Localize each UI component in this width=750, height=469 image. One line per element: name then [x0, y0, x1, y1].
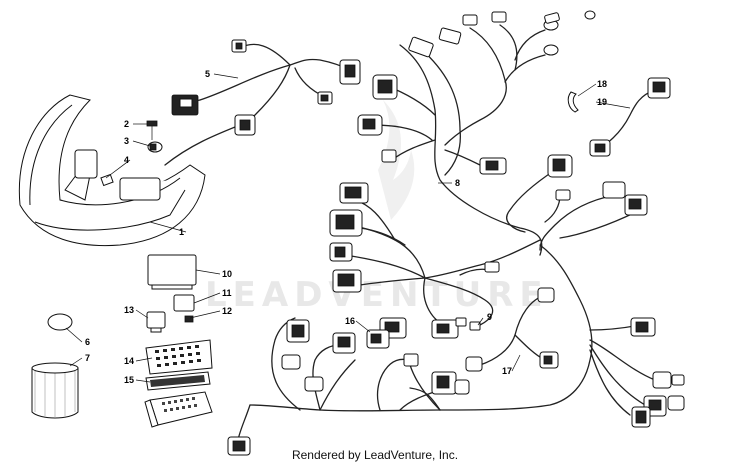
connector	[403, 353, 419, 367]
callout-5: 5	[205, 69, 210, 79]
fuse	[184, 315, 194, 323]
connector	[171, 94, 199, 116]
connector-assembly	[366, 329, 390, 349]
relay-small	[146, 311, 166, 333]
sub-harness	[465, 287, 559, 372]
connector	[281, 354, 301, 370]
callout-11: 11	[222, 288, 232, 298]
callout-2: 2	[124, 119, 129, 129]
sensor-harness	[589, 77, 671, 157]
fuse-block-seal	[145, 371, 211, 391]
relay-box	[147, 254, 197, 290]
callout-8: 8	[455, 178, 460, 188]
callout-19: 19	[597, 97, 607, 107]
connector	[602, 181, 648, 216]
connector	[329, 242, 353, 262]
connector	[431, 319, 459, 339]
callout-leaders	[65, 73, 631, 383]
connector	[555, 189, 571, 201]
callout-16: 16	[345, 316, 355, 326]
callout-17: 17	[502, 366, 512, 376]
connector	[227, 436, 251, 456]
connector	[547, 154, 573, 178]
callout-4: 4	[124, 155, 129, 165]
callout-9: 9	[487, 312, 492, 322]
callout-13: 13	[124, 305, 134, 315]
connector	[286, 319, 310, 343]
connector	[357, 114, 383, 136]
connector	[630, 317, 656, 337]
footer-credit: Rendered by LeadVenture, Inc.	[291, 448, 459, 462]
callout-14: 14	[124, 356, 134, 366]
connector	[484, 261, 500, 273]
headlight-housing	[18, 94, 206, 247]
callout-18: 18	[597, 79, 607, 89]
fuse-box-cover	[145, 339, 213, 375]
clamp-ring	[47, 313, 73, 331]
connector	[479, 157, 507, 175]
connector	[431, 371, 470, 395]
screw	[146, 120, 158, 140]
connector	[317, 91, 333, 105]
callout-1: 1	[179, 227, 184, 237]
connector	[329, 209, 363, 237]
connector	[652, 371, 685, 389]
wire-tie	[567, 91, 579, 113]
main-harness	[237, 24, 656, 441]
relay	[173, 294, 195, 312]
connector	[631, 406, 651, 428]
connector	[332, 269, 362, 293]
terminal-set	[455, 317, 481, 331]
callout-6: 6	[85, 337, 90, 347]
callout-labels: 1 2 3 4 5 6 7 8 9 10 11 12 13 14 15 16 1…	[85, 69, 607, 385]
callout-12: 12	[222, 306, 232, 316]
callout-10: 10	[222, 269, 232, 279]
connector	[231, 39, 247, 53]
connector-top	[408, 10, 596, 58]
connector	[381, 149, 397, 163]
fuse-block	[144, 391, 213, 428]
callout-3: 3	[124, 136, 129, 146]
callout-7: 7	[85, 353, 90, 363]
callout-15: 15	[124, 375, 134, 385]
connector	[372, 74, 398, 100]
connector	[234, 114, 256, 136]
cable-clip	[147, 141, 163, 153]
protective-sleeve	[31, 362, 79, 419]
clip-small	[100, 173, 114, 187]
connector	[339, 59, 361, 85]
watermark: LEADVENTURE	[205, 100, 549, 315]
connector	[332, 332, 356, 354]
connector	[304, 376, 324, 392]
connector	[339, 182, 369, 204]
watermark-text: LEADVENTURE	[205, 275, 549, 315]
